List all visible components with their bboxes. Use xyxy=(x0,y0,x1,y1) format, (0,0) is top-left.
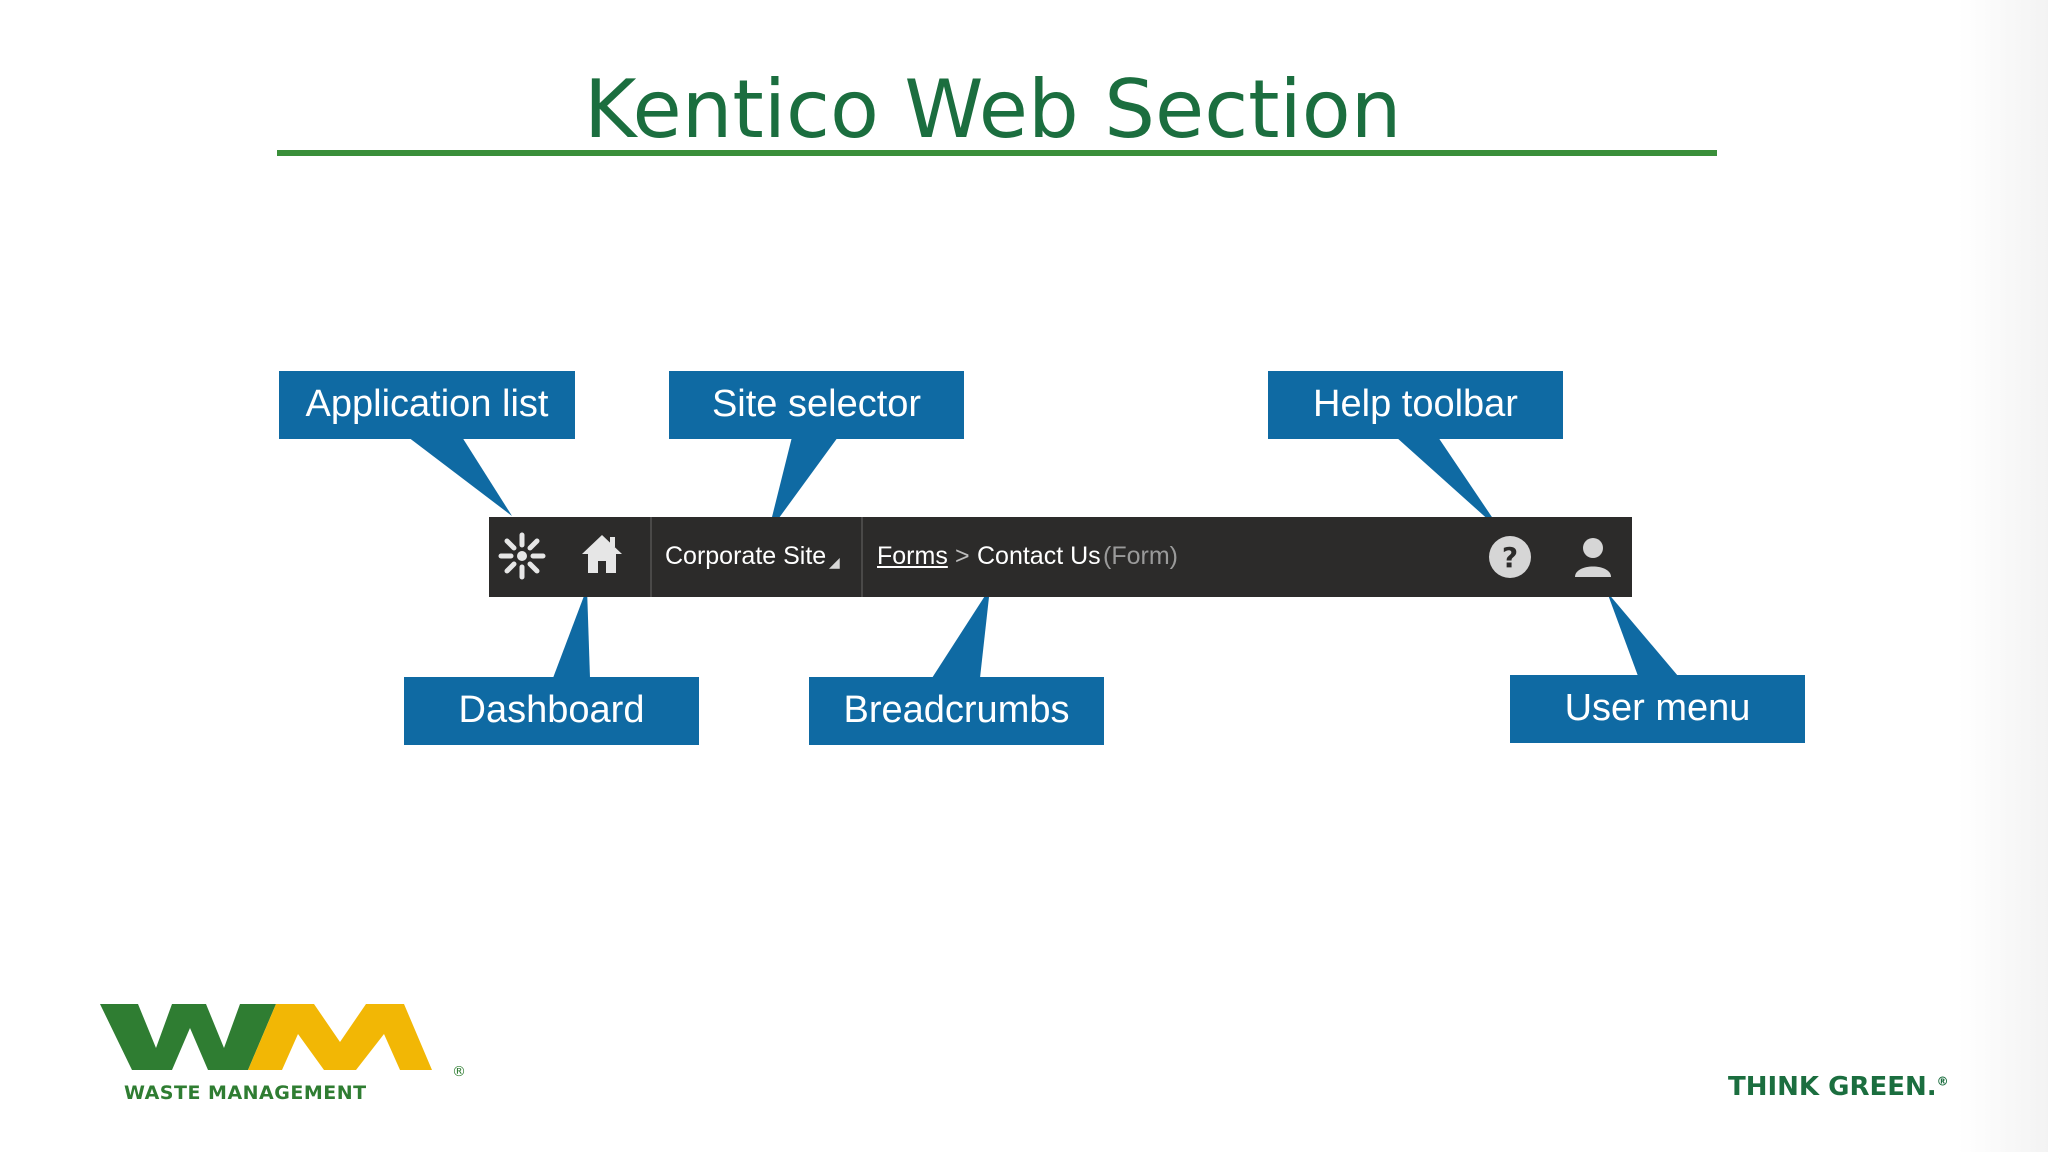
kentico-toolbar: Corporate Site ◢ Forms > Contact Us (For… xyxy=(489,517,1632,597)
pointer-help-toolbar xyxy=(1396,437,1502,532)
pointer-user-menu xyxy=(1607,592,1678,676)
title-underline xyxy=(277,150,1717,156)
callout-dashboard: Dashboard xyxy=(404,677,699,745)
breadcrumb-current: Contact Us xyxy=(977,542,1101,570)
callout-help-toolbar: Help toolbar xyxy=(1268,371,1563,439)
logo-registered-mark: ® xyxy=(452,1064,466,1080)
pointer-site-selector xyxy=(768,437,838,533)
breadcrumb-link-forms[interactable]: Forms xyxy=(877,542,948,570)
chevron-down-icon: ◢ xyxy=(829,554,840,570)
tagline-registered-mark: ® xyxy=(1936,1074,1949,1089)
logo-wordmark: WASTE MANAGEMENT xyxy=(124,1082,367,1104)
pointer-application-list xyxy=(408,437,512,516)
user-icon[interactable] xyxy=(1571,535,1615,579)
callout-user-menu: User menu xyxy=(1510,675,1805,743)
waste-management-logo: WASTE MANAGEMENT ® xyxy=(100,998,472,1106)
callout-breadcrumbs: Breadcrumbs xyxy=(809,677,1104,745)
slide-edge-shade xyxy=(1958,0,2048,1152)
pointer-dashboard xyxy=(553,588,590,678)
site-selector[interactable]: Corporate Site ◢ xyxy=(665,517,865,597)
tagline-text: THINK GREEN. xyxy=(1728,1072,1937,1102)
toolbar-separator xyxy=(861,517,863,597)
breadcrumb-type: (Form) xyxy=(1103,542,1178,570)
breadcrumb: Forms > Contact Us (Form) xyxy=(877,517,1277,597)
slide-title: Kentico Web Section xyxy=(584,63,1402,156)
toolbar-separator xyxy=(650,517,652,597)
callout-site-selector: Site selector xyxy=(669,371,964,439)
application-list-icon[interactable] xyxy=(497,531,547,581)
breadcrumb-separator-icon: > xyxy=(955,542,970,570)
help-icon[interactable]: ? xyxy=(1488,535,1532,579)
callout-application-list: Application list xyxy=(279,371,575,439)
svg-text:?: ? xyxy=(1502,541,1518,574)
home-icon[interactable] xyxy=(579,531,625,577)
think-green-tagline: THINK GREEN.® xyxy=(1728,1072,1949,1102)
site-selector-label: Corporate Site xyxy=(665,542,827,570)
pointer-breadcrumbs xyxy=(932,588,990,678)
